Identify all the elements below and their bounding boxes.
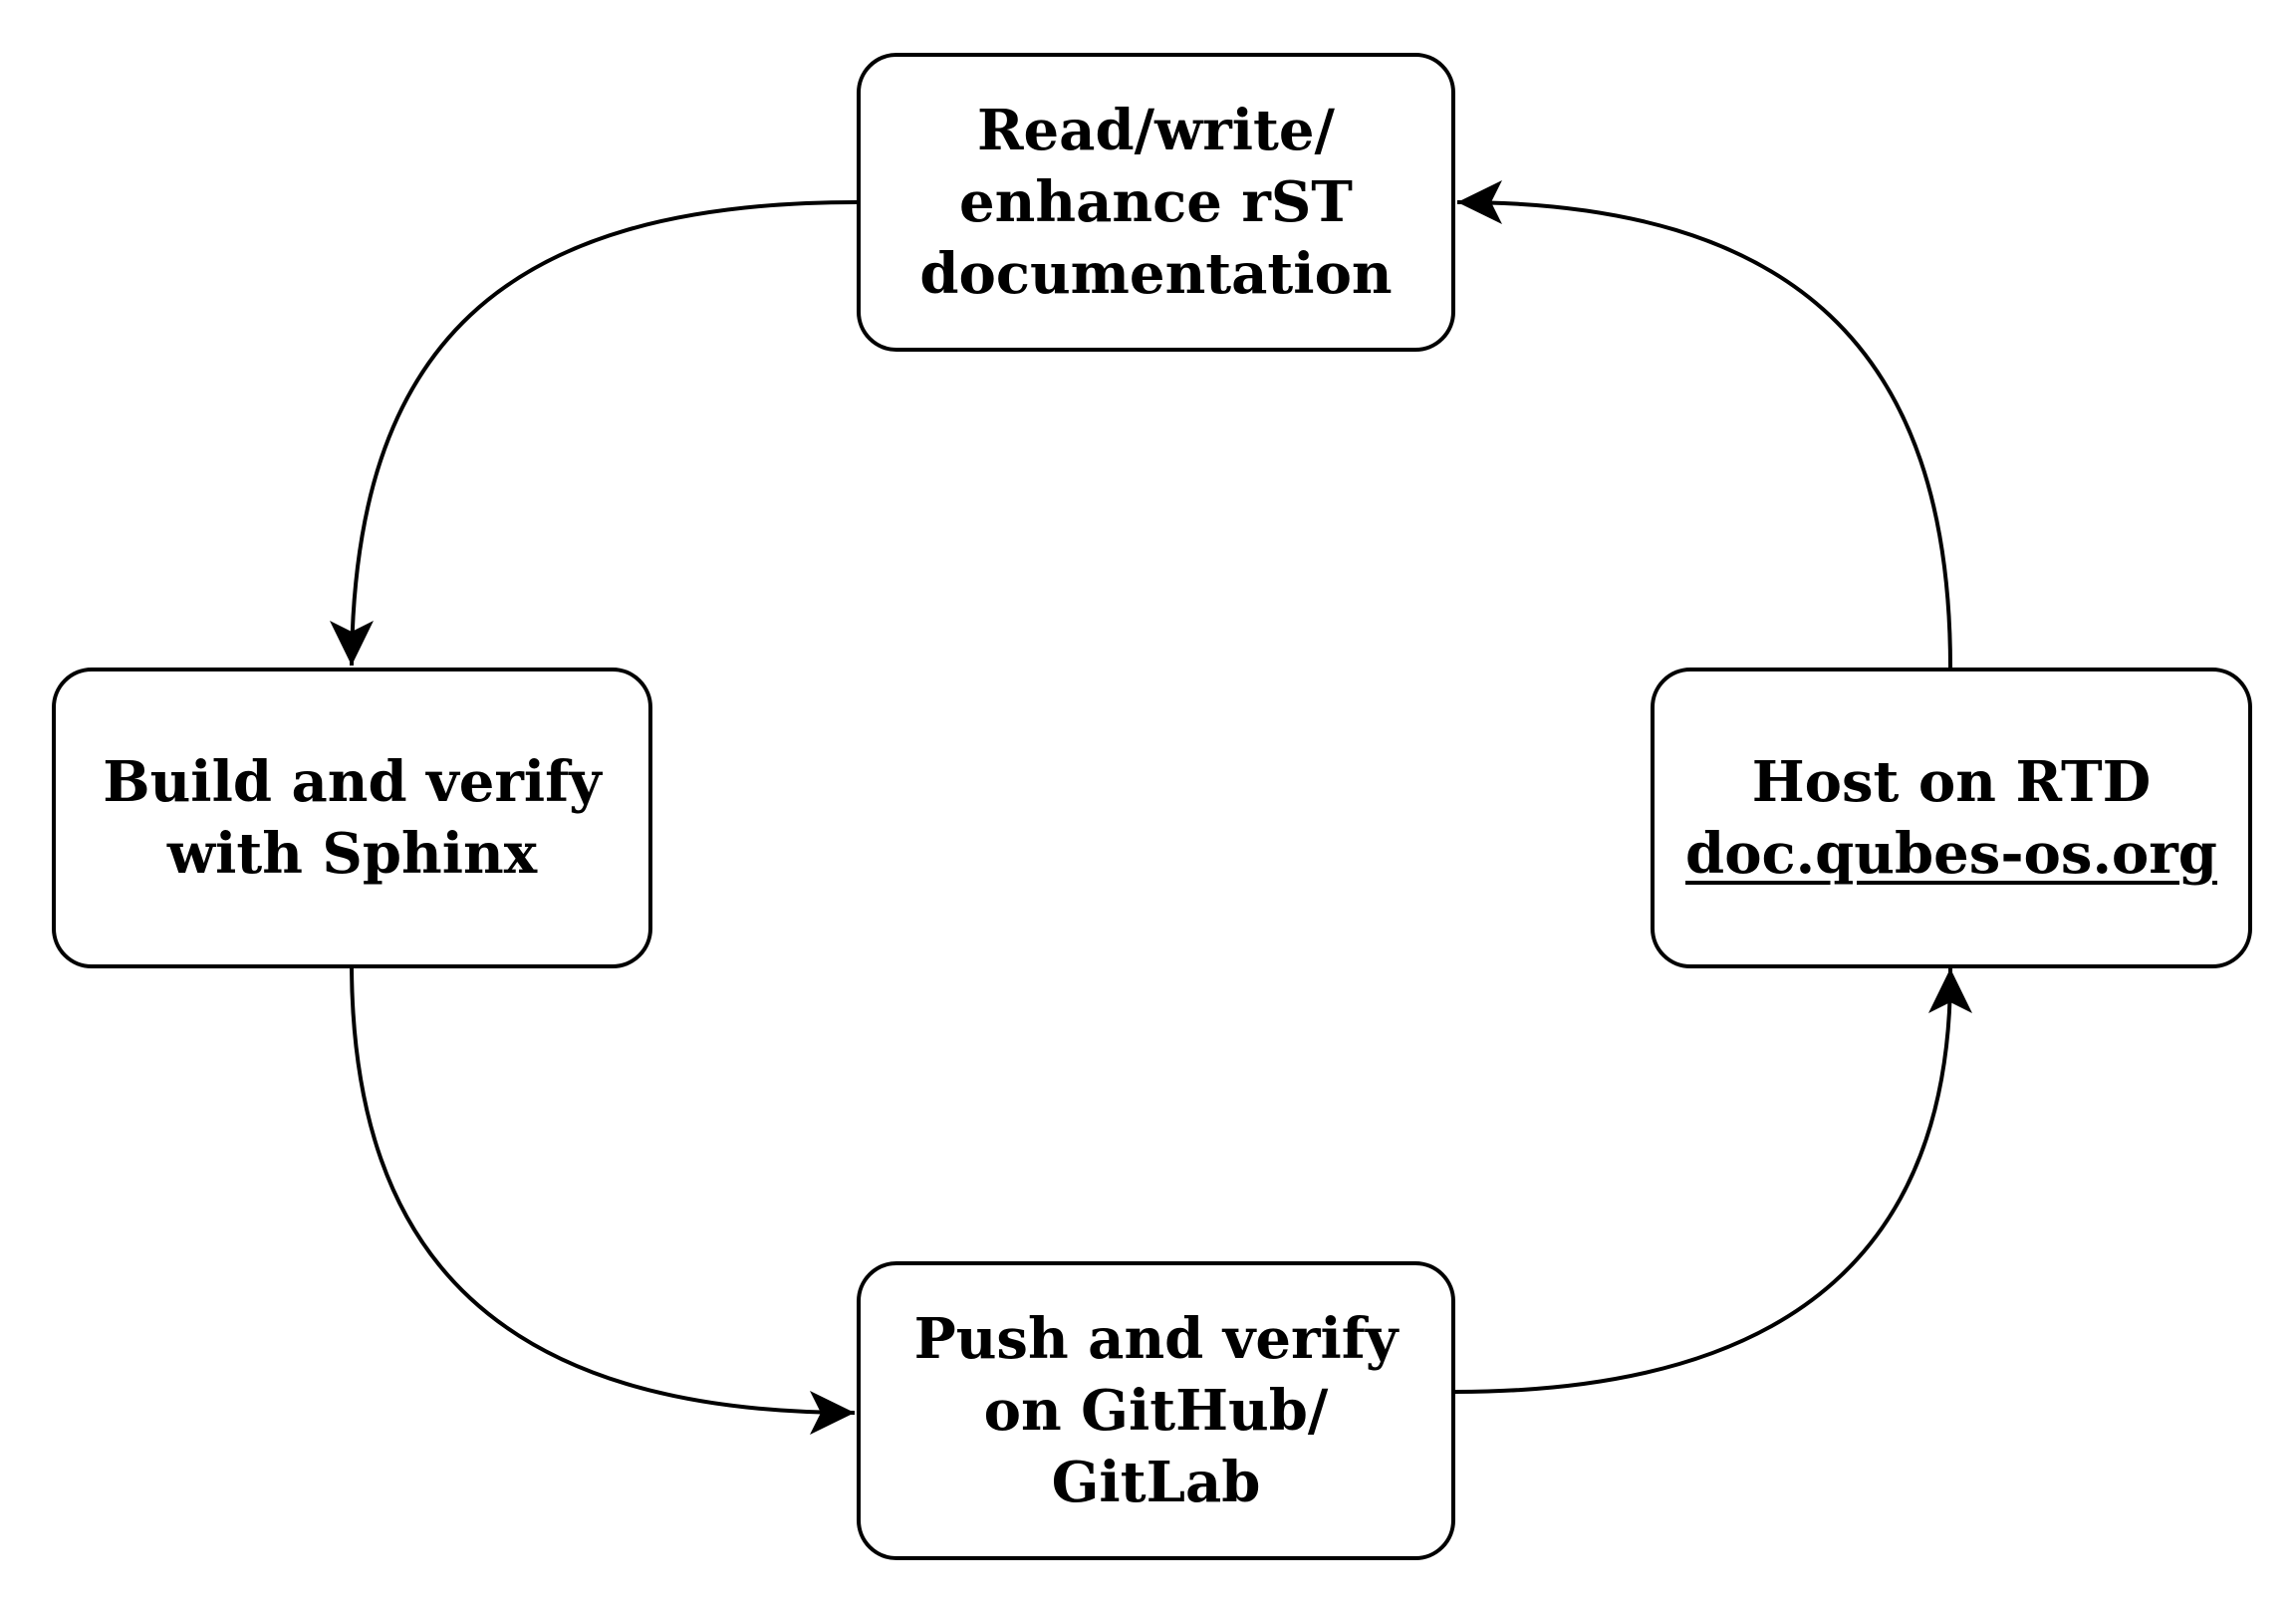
node-build-verify: Build and verify with Sphinx — [52, 668, 652, 968]
node-read-write-enhance: Read/write/ enhance rST documentation — [857, 53, 1455, 352]
node-read-line-3: documentation — [919, 241, 1393, 307]
edge-read-to-build — [350, 200, 858, 667]
edge-host-to-read — [1456, 200, 1952, 669]
node-push-line-2: on GitHub/ — [983, 1378, 1329, 1444]
node-push-line-1: Push and verify — [913, 1306, 1399, 1372]
node-host-line-1: Host on RTD — [1751, 749, 2152, 815]
doc-site-link[interactable]: doc.qubes-os.org — [1685, 821, 2217, 887]
arrowhead-down-icon — [330, 621, 374, 666]
node-build-line-1: Build and verify — [103, 749, 602, 815]
node-read-line-2: enhance rST — [959, 169, 1353, 235]
node-push-line-3: GitLab — [1051, 1450, 1261, 1515]
edge-push-to-host — [1454, 967, 1953, 1394]
node-build-line-2: with Sphinx — [166, 821, 538, 887]
edge-build-to-push — [350, 967, 856, 1415]
node-push-verify: Push and verify on GitHub/ GitLab — [857, 1261, 1455, 1560]
node-host-rtd: Host on RTD doc.qubes-os.org — [1651, 668, 2252, 968]
node-read-line-1: Read/write/ — [977, 98, 1335, 163]
arrowhead-left-icon — [1457, 180, 1502, 224]
arrowhead-up-icon — [1928, 968, 1972, 1013]
arrowhead-right-icon — [810, 1391, 855, 1435]
